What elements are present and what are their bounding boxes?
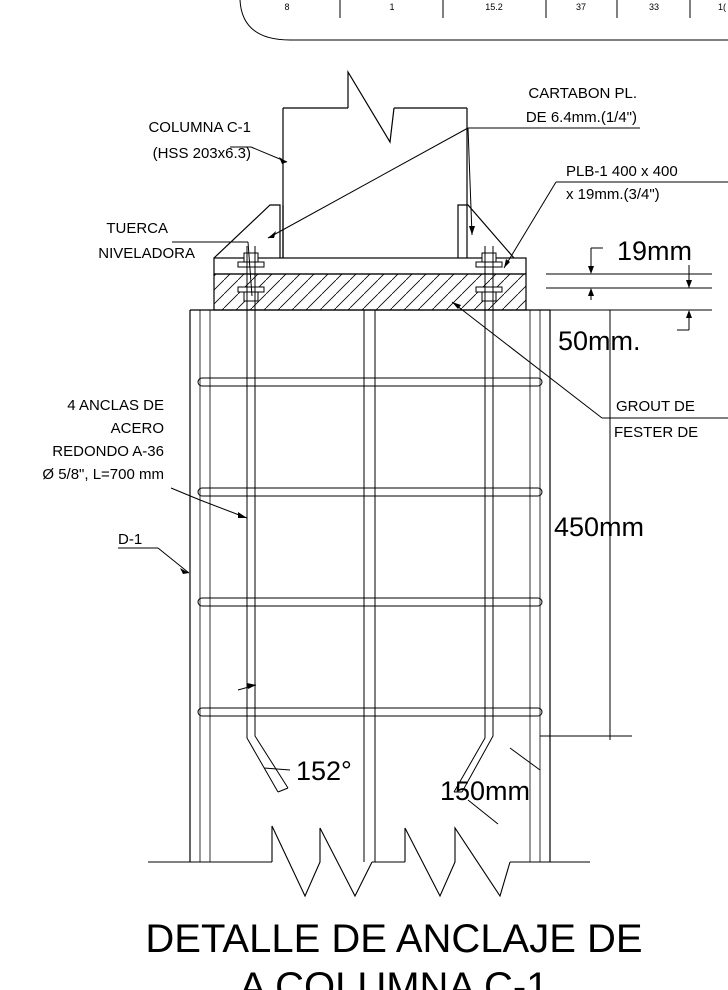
dimension-arrows <box>180 157 692 689</box>
table-cell: 33 <box>649 2 659 12</box>
drawing-subtitle: A COLUMNA C-1 <box>240 965 549 990</box>
table-cell: 1( <box>718 2 726 12</box>
dim-grout-thickness: 50mm. <box>558 326 641 356</box>
table-cell: 8 <box>284 2 289 12</box>
table-cell: 37 <box>576 2 586 12</box>
table-cell: 15.2 <box>485 2 503 12</box>
table-cell: 1 <box>389 2 394 12</box>
drawing-title: DETALLE DE ANCLAJE DE <box>145 917 642 961</box>
columna-label: COLUMNA C-1 <box>148 119 251 136</box>
plate-spec-label: x 19mm.(3/4") <box>566 186 660 203</box>
leveling-nuts <box>237 252 503 302</box>
gusset-plates <box>213 204 515 259</box>
cartabon-spec-label: DE 6.4mm.(1/4") <box>526 109 637 126</box>
center-rebar <box>363 310 376 862</box>
grout-label: GROUT DE <box>616 398 695 415</box>
dimension-lines <box>263 247 712 825</box>
niveladora-label: NIVELADORA <box>98 245 195 262</box>
columna-spec-label: (HSS 203x6.3) <box>153 145 251 162</box>
dim-plate-thickness: 19mm <box>617 236 692 266</box>
anclas-label: REDONDO A-36 <box>52 443 164 460</box>
break-line-bottom <box>148 825 590 898</box>
anclas-label: ACERO <box>111 420 164 437</box>
tuerca-label: TUERCA <box>106 220 168 237</box>
dim-hook-angle: 152° <box>296 756 352 786</box>
table-fragment <box>239 0 728 41</box>
plate-label: PLB-1 400 x 400 <box>566 163 678 180</box>
column-hss <box>282 69 468 258</box>
anchor-bolts <box>246 246 494 793</box>
dim-hook-length: 150mm <box>440 776 530 806</box>
anclas-label: 4 ANCLAS DE <box>67 397 164 414</box>
d1-label: D-1 <box>118 531 142 548</box>
dim-anchor-depth: 450mm <box>554 512 644 542</box>
anclas-label: Ø 5/8", L=700 mm <box>42 466 164 483</box>
stirrups <box>197 377 543 717</box>
grout-spec-label: FESTER DE <box>614 424 698 441</box>
cartabon-label: CARTABON PL. <box>528 85 637 102</box>
